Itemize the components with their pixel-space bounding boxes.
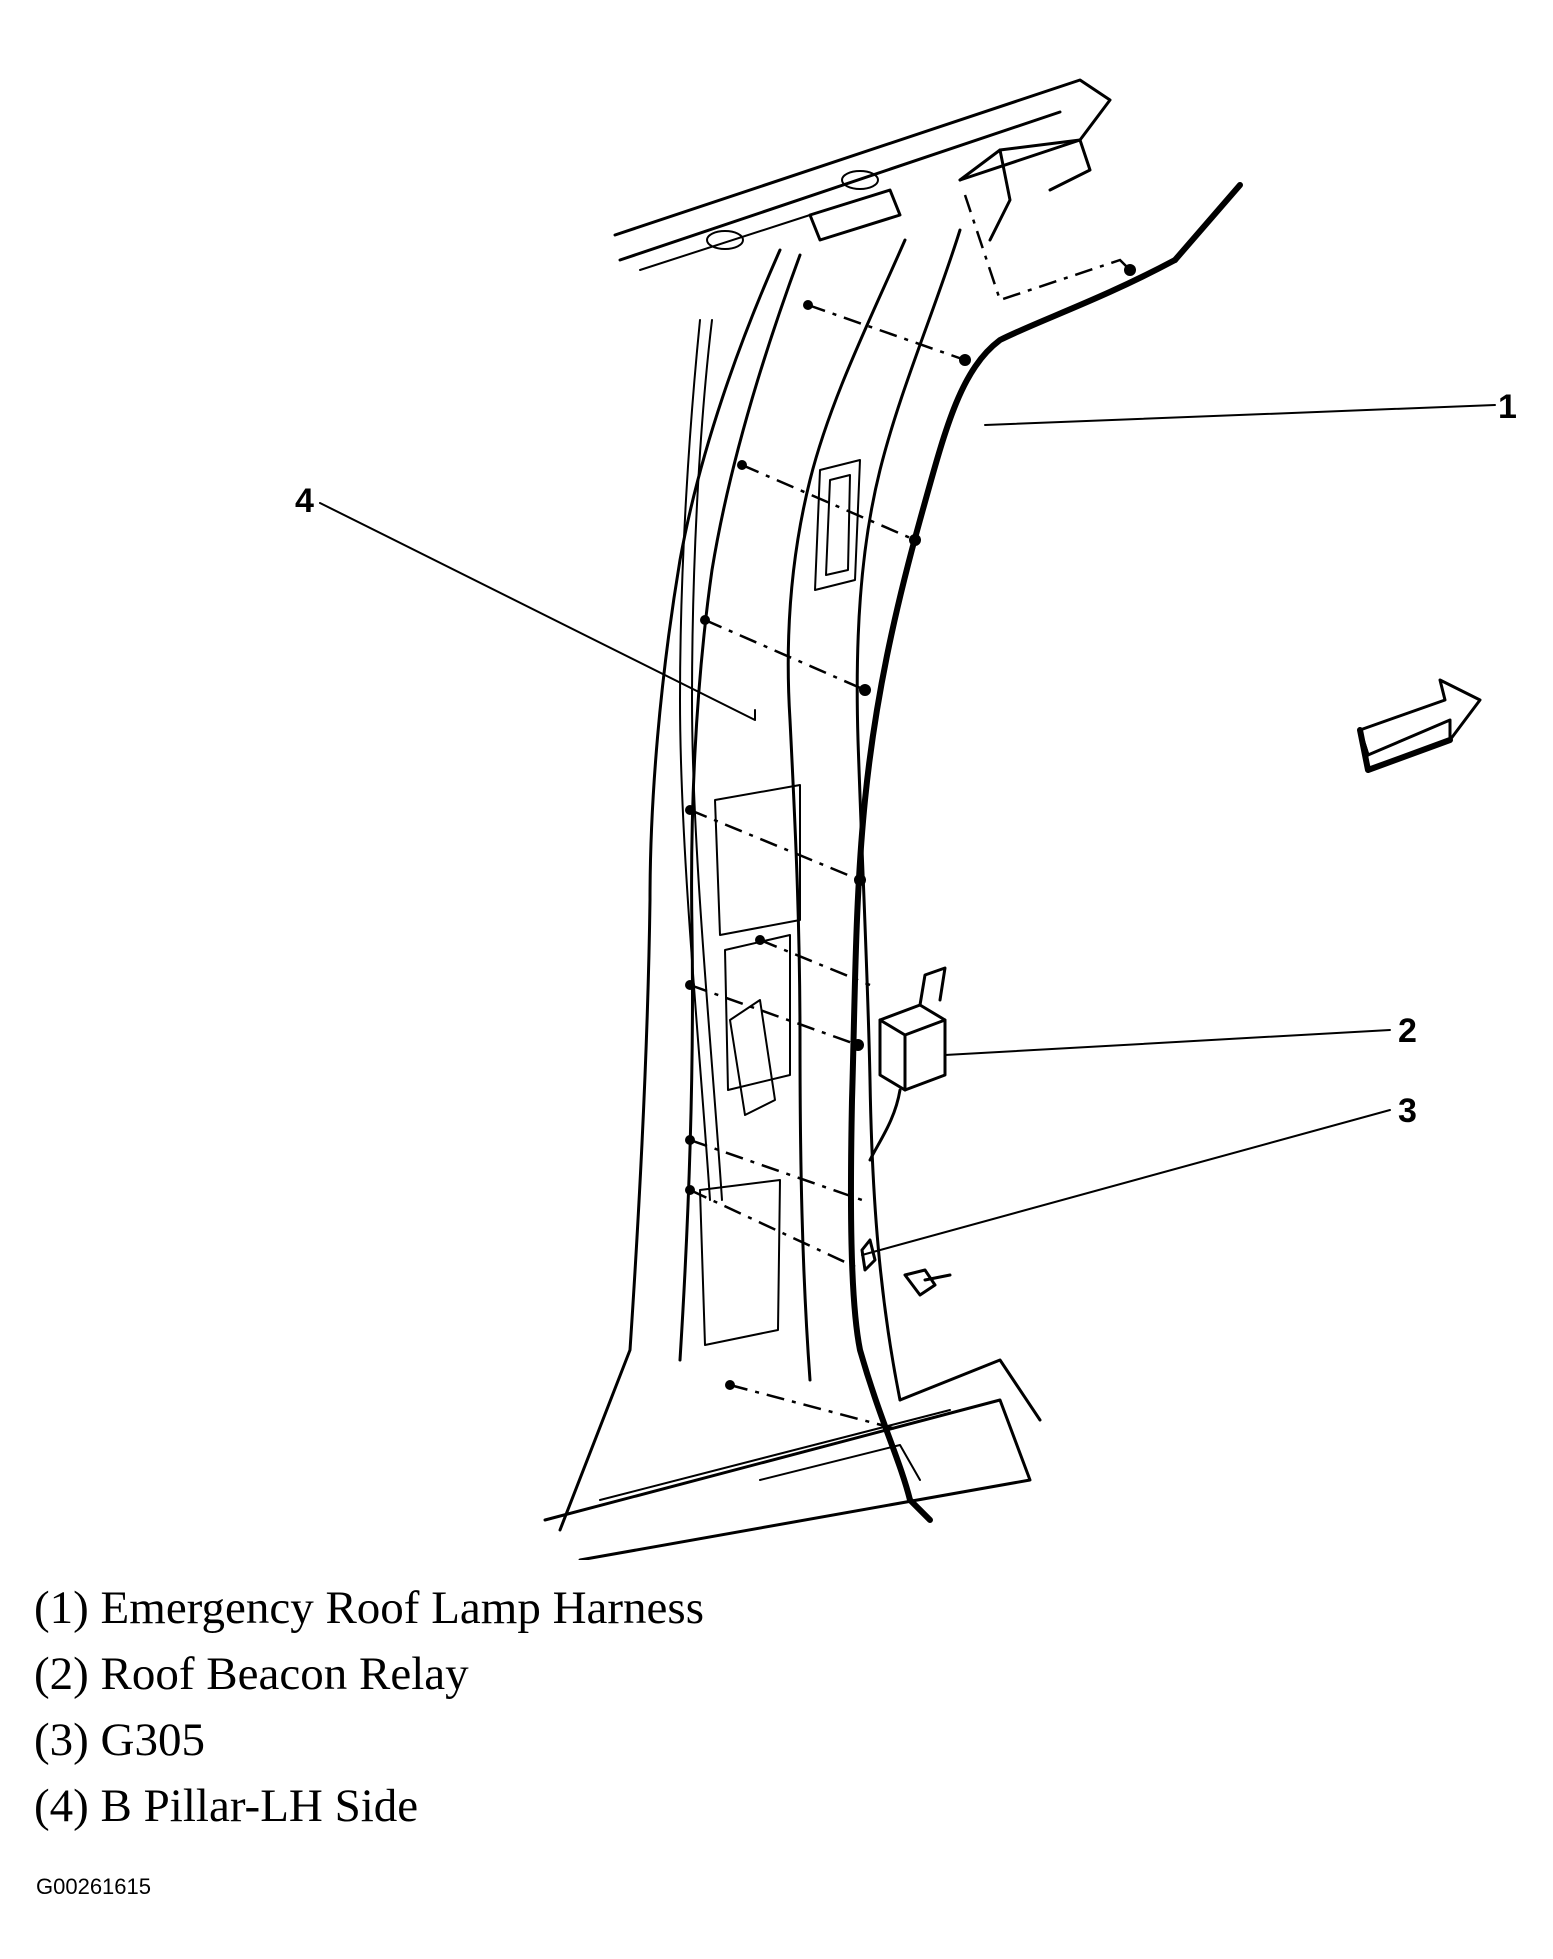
emergency-roof-lamp-harness xyxy=(679,182,1243,1523)
wiring-diagram: 1 2 3 4 xyxy=(295,78,1517,1560)
roof-rail xyxy=(613,78,1112,271)
g305-ground xyxy=(860,1238,952,1297)
b-pillar xyxy=(543,228,1042,1560)
legend-item-2: (2) Roof Beacon Relay xyxy=(34,1648,469,1700)
callout-3: 3 xyxy=(1398,1092,1417,1130)
legend-item-1: (1) Emergency Roof Lamp Harness xyxy=(34,1582,704,1634)
mounting-lines xyxy=(685,194,1136,1432)
figure-id: G00261615 xyxy=(36,1874,151,1899)
callout-4: 4 xyxy=(295,482,314,520)
legend: (1) Emergency Roof Lamp Harness (2) Roof… xyxy=(34,1575,1234,1839)
callout-2: 2 xyxy=(1398,1012,1417,1050)
callout-1: 1 xyxy=(1498,388,1517,426)
legend-item-3: (3) G305 xyxy=(34,1714,205,1766)
roof-beacon-relay xyxy=(868,966,947,1162)
leader-lines xyxy=(319,404,1496,1256)
legend-item-4: (4) B Pillar-LH Side xyxy=(34,1780,419,1832)
front-direction-arrow-icon xyxy=(1357,678,1482,773)
